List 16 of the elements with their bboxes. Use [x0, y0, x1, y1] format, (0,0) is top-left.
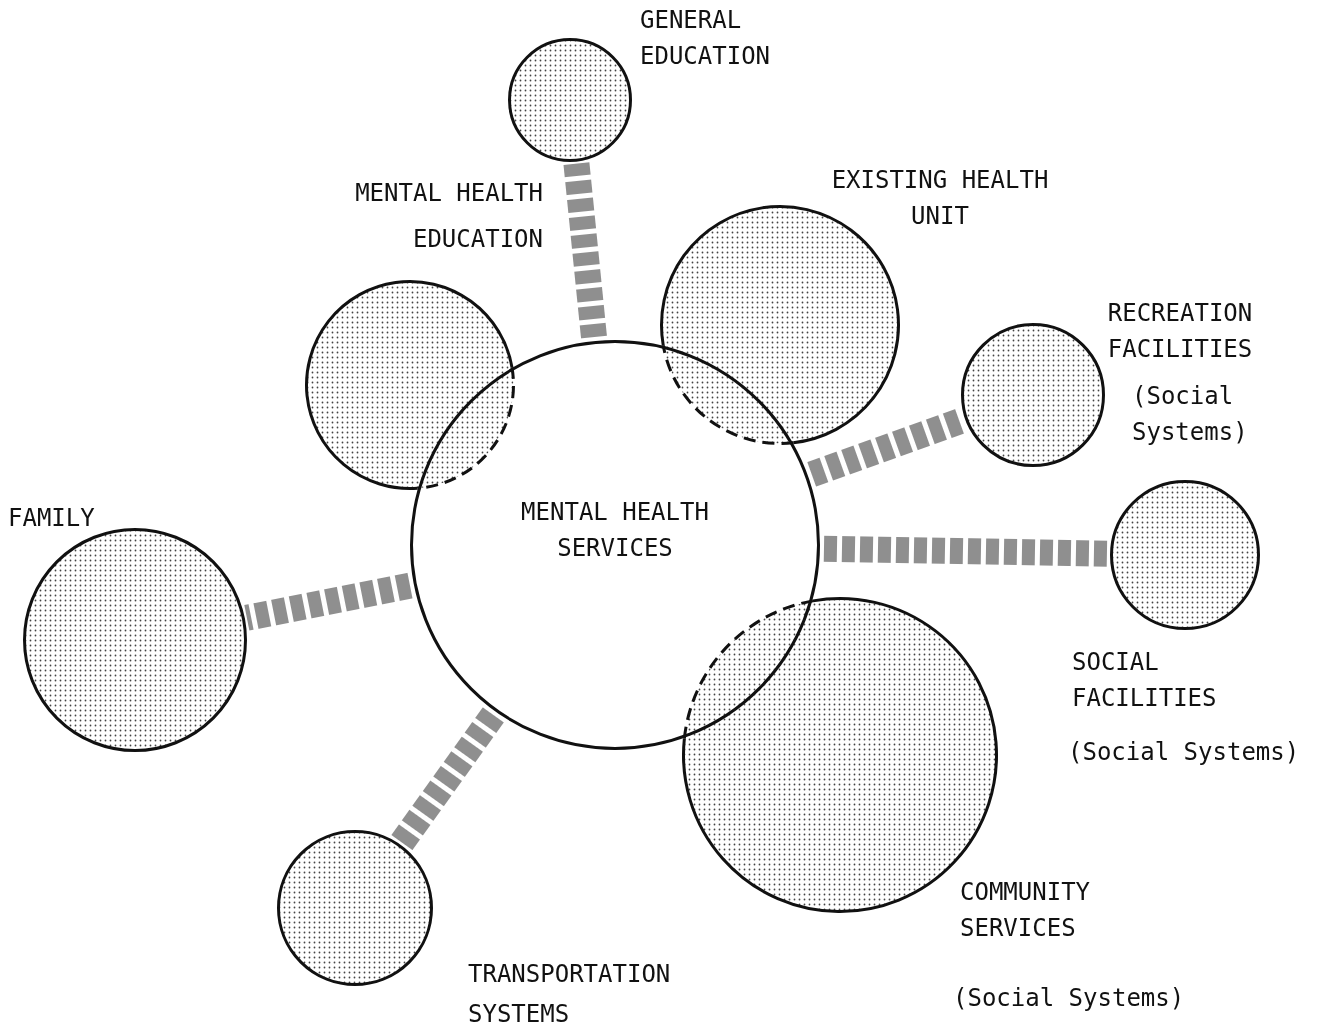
ladder-connector — [563, 162, 608, 341]
node-label: TRANSPORTATION SYSTEMS — [468, 959, 672, 1027]
node-label: MENTAL HEALTH SERVICES — [520, 497, 710, 564]
ladder-connector — [244, 572, 415, 631]
node-label: FAMILY — [8, 503, 96, 534]
node-label: COMMUNITY SERVICES — [960, 877, 1092, 944]
node-label: (Social Systems) — [1068, 737, 1301, 768]
node-label: EXISTING HEALTH UNIT — [830, 165, 1050, 232]
node-label: GENERAL EDUCATION — [640, 5, 772, 72]
ladder-connector — [821, 535, 1109, 567]
ladder-connector — [391, 705, 505, 851]
node-label: (Social Systems) — [953, 983, 1186, 1014]
node-label: RECREATION FACILITIES — [1106, 298, 1254, 365]
node-label: MENTAL HEALTH EDUCATION — [354, 178, 543, 255]
node-label: (Social Systems) — [1132, 381, 1249, 448]
node-label: SOCIAL FACILITIES — [1072, 647, 1218, 714]
